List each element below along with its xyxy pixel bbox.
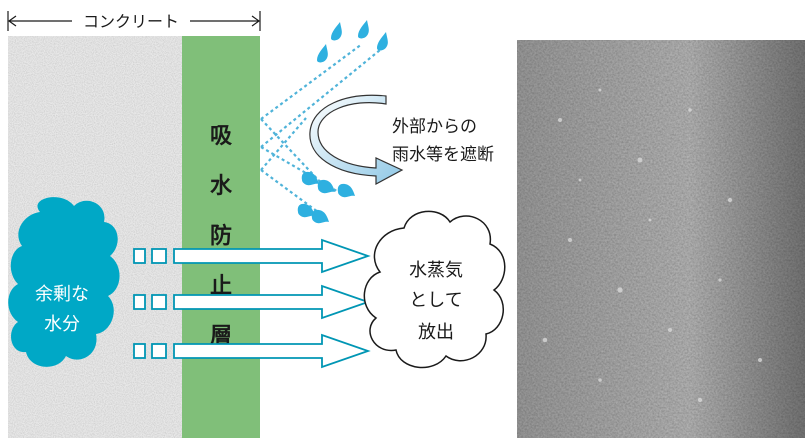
vapor-arrow-2 bbox=[133, 284, 371, 320]
rain-label-line-1: 外部からの bbox=[392, 117, 477, 137]
raindrop-8 bbox=[297, 203, 315, 218]
vapor-label-line-1: 水蒸気 bbox=[409, 260, 463, 281]
raindrop-3 bbox=[377, 32, 388, 51]
concrete-label: コンクリート bbox=[83, 12, 179, 31]
vapor-label-line-3: 放出 bbox=[418, 322, 454, 343]
vapor-cloud: 水蒸気 として 放出 bbox=[363, 210, 506, 369]
excess-water-label-line-1: 余剰な bbox=[35, 284, 89, 305]
vapor-arrow-1 bbox=[133, 238, 371, 274]
concrete-surface-photo bbox=[517, 40, 805, 438]
rain-label-line-2: 雨水等を遮断 bbox=[392, 145, 494, 165]
raindrop-9 bbox=[311, 209, 329, 224]
vapor-arrow-3 bbox=[133, 333, 371, 369]
rain-blocking-label: 外部からの 雨水等を遮断 bbox=[392, 117, 494, 165]
deflection-curved-arrow bbox=[309, 94, 404, 186]
raindrop-4 bbox=[317, 44, 328, 63]
layer-label-char-5: 層 bbox=[210, 324, 232, 349]
raindrop-5 bbox=[301, 171, 319, 186]
concrete-span-indicator: コンクリート bbox=[7, 11, 261, 31]
layer-label-char-1: 吸 bbox=[210, 124, 233, 149]
raindrop-2 bbox=[358, 20, 369, 39]
layer-label-char-3: 防 bbox=[210, 224, 232, 249]
layer-label-char-4: 止 bbox=[210, 274, 232, 299]
vapor-label-line-2: として bbox=[409, 290, 462, 311]
raindrop-6 bbox=[317, 179, 335, 194]
water-absorption-prevention-layer bbox=[182, 36, 260, 438]
layer-label: 吸 水 防 止 層 bbox=[210, 124, 233, 349]
layer-label-char-2: 水 bbox=[210, 174, 233, 199]
excess-water-label-line-2: 水分 bbox=[44, 314, 80, 335]
raindrops bbox=[297, 20, 388, 224]
raindrop-7 bbox=[337, 183, 355, 198]
raindrop-1 bbox=[331, 22, 342, 41]
excess-water-blob: 余剰な 水分 bbox=[8, 197, 120, 367]
